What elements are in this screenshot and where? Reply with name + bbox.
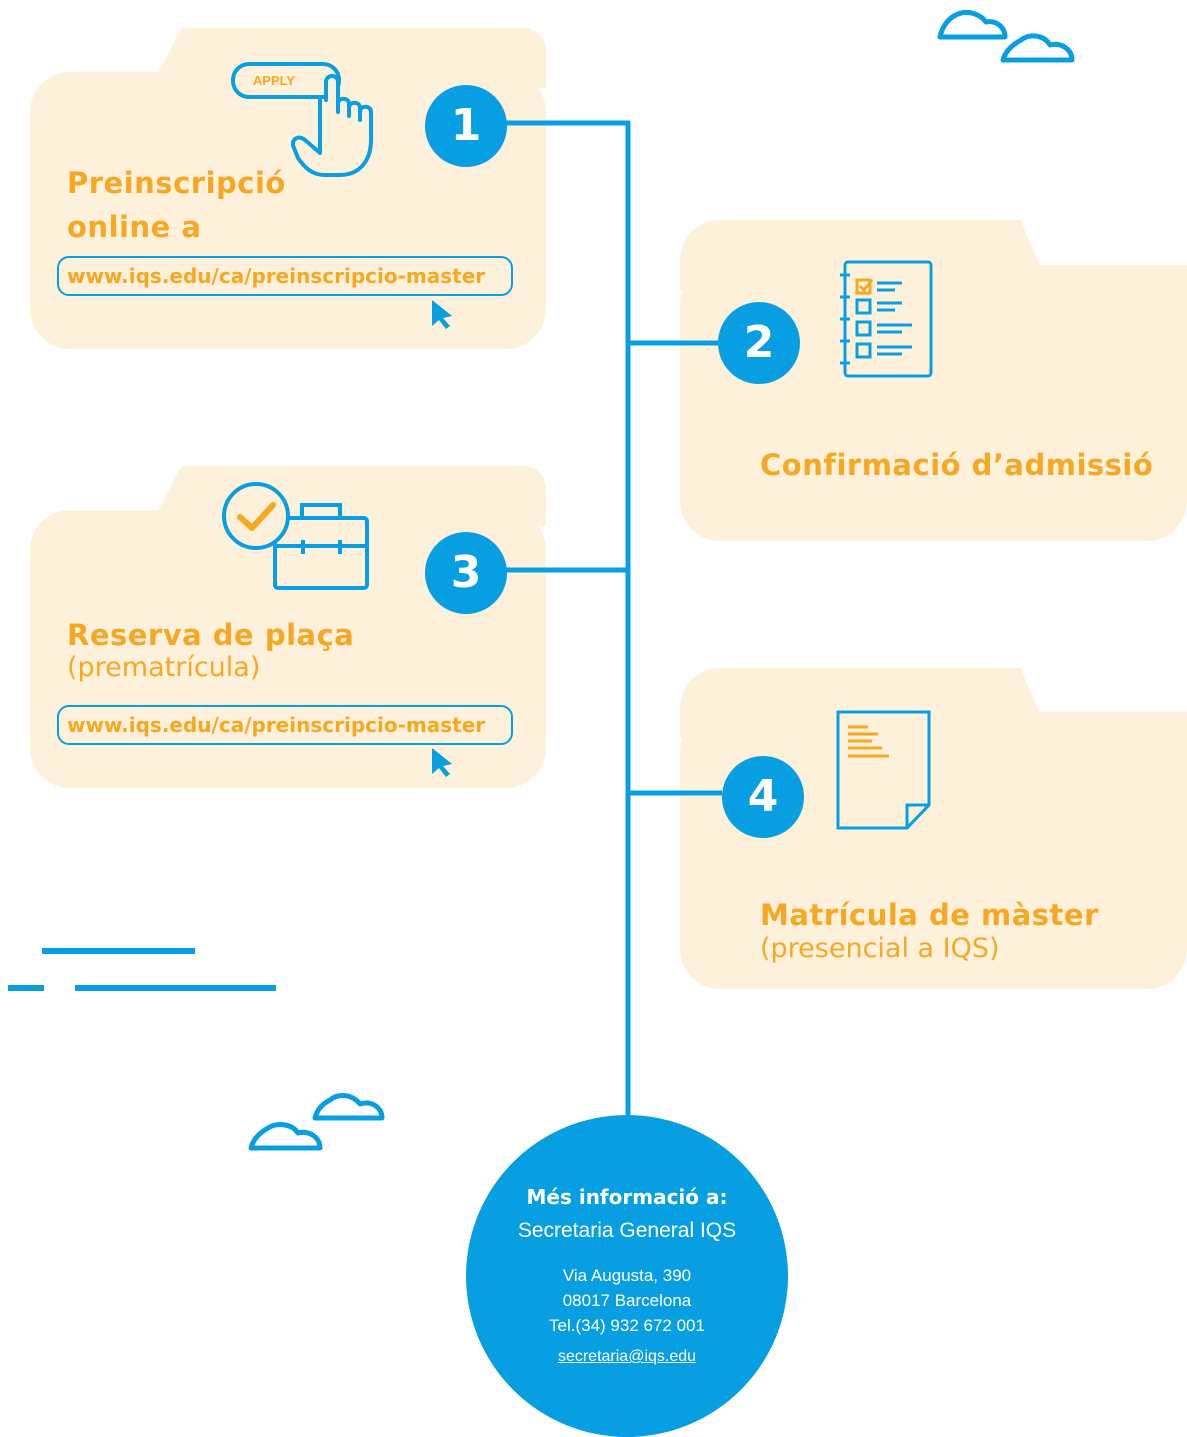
cursor-icon: [432, 300, 452, 329]
step-1-title-line1: Preinscripció: [67, 166, 286, 200]
document-icon: [836, 710, 931, 830]
info-email-link[interactable]: secretaria@iqs.edu: [557, 1348, 697, 1365]
step-3-number: 3: [425, 532, 507, 614]
step-3-url-link[interactable]: www.iqs.edu/ca/preinscripcio-master: [57, 705, 513, 745]
step-1-url-link[interactable]: www.iqs.edu/ca/preinscripcio-master: [57, 256, 513, 296]
step-3-subtitle: (prematrícula): [67, 652, 261, 683]
checklist-icon: [840, 260, 933, 378]
briefcase-check-icon: [222, 482, 369, 590]
step-4-subtitle: (presencial a IQS): [760, 933, 1000, 964]
step-1-title-line2: online a: [67, 210, 202, 244]
info-org: Secretaria General IQS: [517, 1219, 737, 1242]
step-1-number: 1: [425, 85, 507, 167]
apply-button-label: APPLY: [252, 73, 296, 88]
cloud-icon: [248, 9, 1075, 1151]
info-phone: Tel.(34) 932 672 001: [549, 1316, 705, 1335]
info-heading: Més informació a:: [526, 1185, 728, 1209]
contact-info-circle: Més informació a: Secretaria General IQS…: [466, 1115, 788, 1437]
step-2-number: 2: [718, 302, 800, 384]
step-4-title: Matrícula de màster: [760, 898, 1099, 932]
step-2-title: Confirmació d’admissió: [760, 448, 1154, 482]
cursor-icon: [432, 748, 452, 777]
info-address: Via Augusta, 390: [562, 1266, 692, 1285]
step-4-number: 4: [722, 756, 804, 838]
info-city: 08017 Barcelona: [562, 1291, 692, 1310]
apply-hand-icon: [231, 62, 373, 177]
step-3-title: Reserva de plaça: [67, 618, 355, 652]
decorative-dashes: [8, 948, 276, 991]
